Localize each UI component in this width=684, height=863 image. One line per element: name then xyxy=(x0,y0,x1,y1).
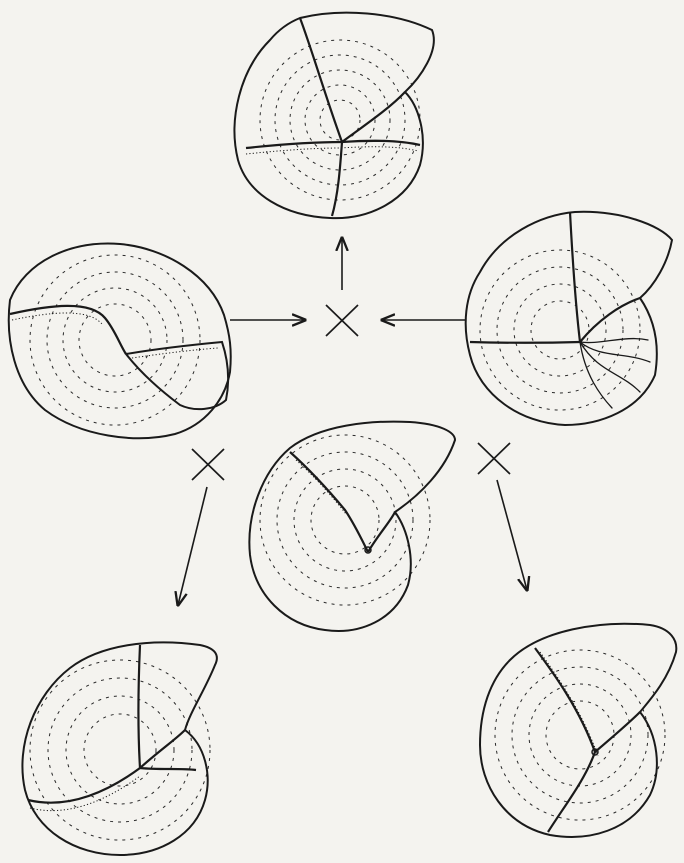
concentric-rings xyxy=(260,435,430,605)
specimen-right xyxy=(466,212,672,425)
shell-outline xyxy=(235,13,434,218)
fold-lines xyxy=(580,342,640,392)
concentric-rings xyxy=(495,650,665,820)
x-mark-left xyxy=(192,449,224,480)
specimen-center xyxy=(249,422,455,631)
concentric-rings xyxy=(30,660,210,840)
specimen-top xyxy=(235,13,434,218)
fold-lines xyxy=(580,339,648,343)
suture-line xyxy=(300,18,342,142)
concentric-rings xyxy=(30,255,200,425)
shell-outline xyxy=(480,624,676,837)
suture-line xyxy=(535,648,595,752)
suture-hatching xyxy=(12,313,102,324)
valve-hatching xyxy=(132,348,218,358)
fold-lines xyxy=(580,342,612,408)
specimen-bottom-right xyxy=(480,624,676,837)
suture-hatching xyxy=(30,776,140,811)
suture-line xyxy=(580,298,640,342)
suture-line xyxy=(10,306,126,354)
suture-line xyxy=(246,141,420,148)
x-mark-center xyxy=(326,305,358,336)
suture-line xyxy=(368,512,395,552)
suture-line xyxy=(332,142,342,216)
arrow-down-left xyxy=(178,487,207,605)
suture-line xyxy=(570,212,580,342)
suture-line xyxy=(548,752,595,832)
fold-lines xyxy=(580,342,650,362)
shell-outline xyxy=(249,422,455,631)
opened-valve xyxy=(126,342,228,409)
shell-outline xyxy=(22,642,216,855)
specimen-left xyxy=(9,244,231,439)
specimen-bottom-left xyxy=(22,642,216,855)
suture-line xyxy=(342,92,405,142)
suture-line xyxy=(28,768,196,803)
arrow-down-right xyxy=(497,480,527,590)
suture-line xyxy=(140,730,185,768)
suture-hatching xyxy=(246,147,418,154)
x-mark-right xyxy=(478,443,510,474)
suture-line xyxy=(139,645,141,768)
shell-outline xyxy=(466,212,672,425)
suture-line xyxy=(595,712,640,752)
concentric-rings xyxy=(480,250,640,410)
suture-line xyxy=(470,342,580,343)
